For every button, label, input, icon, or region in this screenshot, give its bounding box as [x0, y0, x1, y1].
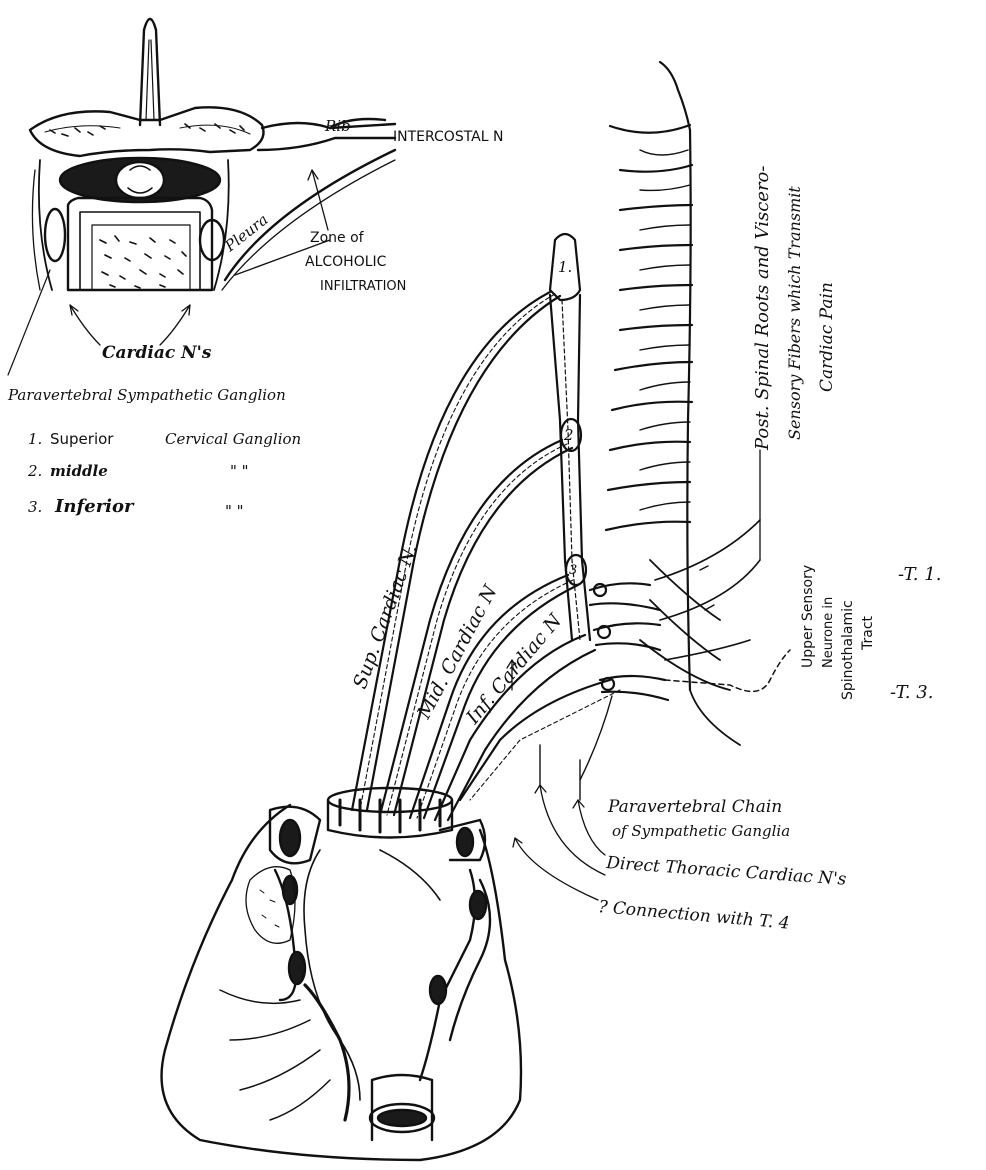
direct-thoracic-label: Direct Thoracic Cardiac N's — [605, 853, 848, 890]
sup-cardiac-nerve-label: Sup. Cardiac N. — [349, 541, 422, 691]
list-item: 2. middle " " — [27, 462, 249, 480]
list-item-rest: " " — [225, 502, 244, 520]
list-item-name: middle — [50, 462, 108, 480]
rib-label: Rib — [324, 117, 351, 135]
t3-label: -T. 3. — [890, 682, 933, 703]
paravertebral-chain-line2: of Sympathetic Ganglia — [612, 822, 790, 840]
ganglia-list: 1. Superior Cervical Ganglion 2. middle … — [27, 430, 301, 520]
upper-sensory-line2: Neurone in — [821, 597, 836, 668]
bottom-labels: Paravertebral Chain of Sympathetic Gangl… — [598, 797, 848, 934]
list-item-rest: " " — [230, 462, 249, 480]
heart-illustration — [162, 788, 521, 1160]
upper-sensory-line4: Tract — [860, 615, 876, 651]
zone-label-line3: INFILTRATION — [320, 279, 406, 294]
sympathetic-chain — [352, 234, 790, 820]
list-item: 3. Inferior " " — [28, 496, 244, 520]
vertebra-labels: Rib INTERCOSTAL N Pleura Zone of ALCOHOL… — [7, 117, 503, 404]
list-item-name: Superior — [50, 430, 114, 448]
post-spinal-roots-line2: Sensory Fibers which Transmit — [785, 186, 804, 440]
cardiac-ns-label: Cardiac N's — [102, 343, 212, 363]
list-item-number: 1. — [28, 430, 42, 448]
t1-label: -T. 1. — [898, 564, 941, 585]
upper-sensory-line3: Spinothalamic — [840, 600, 856, 700]
list-item-number: 2. — [27, 462, 42, 480]
list-item-name: Inferior — [54, 496, 135, 517]
zone-label-line2: ALCOHOLIC — [305, 254, 387, 270]
vertebra-cross-section — [8, 19, 395, 375]
paravertebral-ganglion-label: Paravertebral Sympathetic Ganglion — [7, 386, 286, 404]
ganglion-number-3: 3 — [569, 563, 577, 578]
connection-t4-label: ? Connection with T. 4 — [598, 897, 791, 934]
right-labels: Post. Spinal Roots and Viscero- Sensory … — [752, 166, 941, 703]
intercostal-label: INTERCOSTAL N — [393, 129, 503, 145]
zone-label-line1: Zone of — [310, 230, 365, 246]
post-spinal-roots-line1: Post. Spinal Roots and Viscero- — [752, 166, 773, 451]
list-item: 1. Superior Cervical Ganglion — [28, 430, 301, 448]
post-spinal-roots-line3: Cardiac Pain — [817, 282, 837, 392]
list-item-number: 3. — [28, 498, 42, 516]
upper-sensory-line1: Upper Sensory — [800, 565, 816, 668]
paravertebral-chain-line1: Paravertebral Chain — [607, 797, 782, 817]
list-item-rest: Cervical Ganglion — [165, 430, 301, 448]
ganglion-number-1: 1. — [558, 258, 572, 276]
ganglion-number-2: 2 — [563, 426, 574, 444]
